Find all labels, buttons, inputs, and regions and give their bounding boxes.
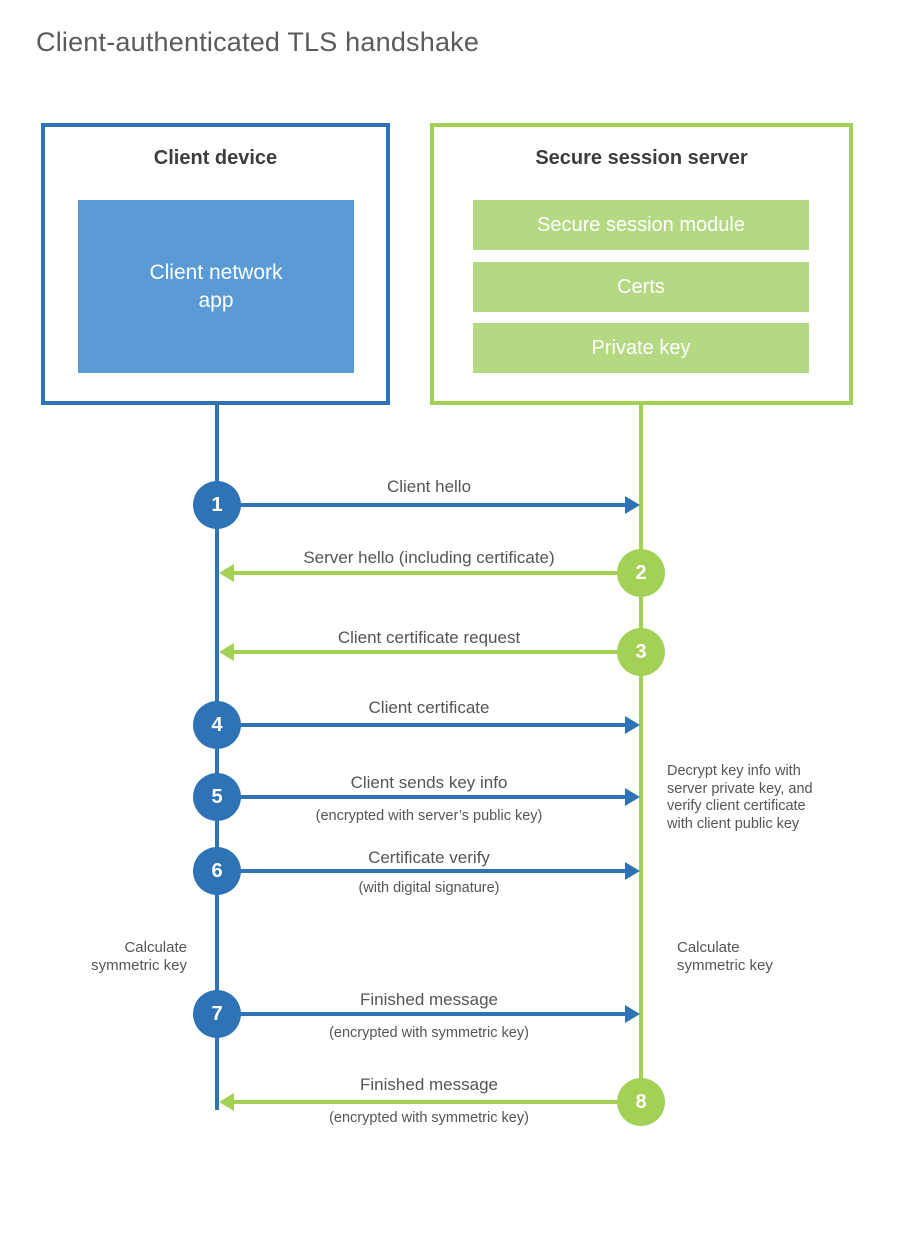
calc-symmetric-key-right: Calculate symmetric key bbox=[677, 939, 773, 974]
page-title: Client-authenticated TLS handshake bbox=[36, 27, 480, 57]
step-6-arrowhead-icon bbox=[625, 862, 640, 880]
step-4-arrow-line bbox=[217, 723, 625, 727]
server-title: Secure session server bbox=[535, 147, 748, 169]
step-3-arrowhead-icon bbox=[219, 643, 234, 661]
step-5-label: Client sends key info bbox=[350, 773, 508, 792]
step-7-sublabel: (encrypted with symmetric key) bbox=[329, 1025, 529, 1041]
step-5-arrowhead-icon bbox=[625, 788, 640, 806]
step-7-arrowhead-icon bbox=[625, 1005, 640, 1023]
step-8-arrowhead-icon bbox=[219, 1093, 234, 1111]
step-8-arrow-line bbox=[234, 1100, 641, 1104]
step-5-sublabel: (encrypted with server’s public key) bbox=[315, 808, 543, 824]
step-2-circle: 2 bbox=[617, 549, 665, 597]
server-module-certs: Certs bbox=[473, 262, 809, 312]
server-module-private-key: Private key bbox=[473, 323, 809, 373]
step-5-arrow-line bbox=[217, 795, 625, 799]
step-6-sublabel: (with digital signature) bbox=[358, 880, 500, 896]
server-lifeline bbox=[639, 405, 643, 1102]
step-1-circle: 1 bbox=[193, 481, 241, 529]
step-7-circle: 7 bbox=[193, 990, 241, 1038]
step-5-circle: 5 bbox=[193, 773, 241, 821]
step-2-arrowhead-icon bbox=[219, 564, 234, 582]
step-8-sublabel: (encrypted with symmetric key) bbox=[329, 1110, 529, 1126]
step-4-arrowhead-icon bbox=[625, 716, 640, 734]
step-7-label: Finished message bbox=[360, 990, 498, 1009]
step-8-label: Finished message bbox=[360, 1075, 498, 1094]
step-1-arrowhead-icon bbox=[625, 496, 640, 514]
step-7-arrow-line bbox=[217, 1012, 625, 1016]
step-6-circle: 6 bbox=[193, 847, 241, 895]
step-3-circle: 3 bbox=[617, 628, 665, 676]
step-6-label: Certificate verify bbox=[368, 848, 490, 867]
step-4-circle: 4 bbox=[193, 701, 241, 749]
step-3-arrow-line bbox=[234, 650, 641, 654]
step-1-label: Client hello bbox=[386, 477, 472, 496]
step-8-circle: 8 bbox=[617, 1078, 665, 1126]
server-module-secure-session: Secure session module bbox=[473, 200, 809, 250]
step-2-arrow-line bbox=[234, 571, 641, 575]
step-1-arrow-line bbox=[217, 503, 625, 507]
calc-symmetric-key-left: Calculate symmetric key bbox=[91, 939, 187, 974]
step-3-label: Client certificate request bbox=[337, 628, 521, 647]
step-2-label: Server hello (including certificate) bbox=[303, 548, 555, 567]
decrypt-key-note: Decrypt key info with server private key… bbox=[667, 763, 813, 832]
client-network-app: Client network app bbox=[78, 200, 354, 373]
step-6-arrow-line bbox=[217, 869, 625, 873]
step-4-label: Client certificate bbox=[368, 698, 490, 717]
client-lifeline bbox=[215, 405, 219, 1110]
client-device-title: Client device bbox=[153, 147, 278, 169]
